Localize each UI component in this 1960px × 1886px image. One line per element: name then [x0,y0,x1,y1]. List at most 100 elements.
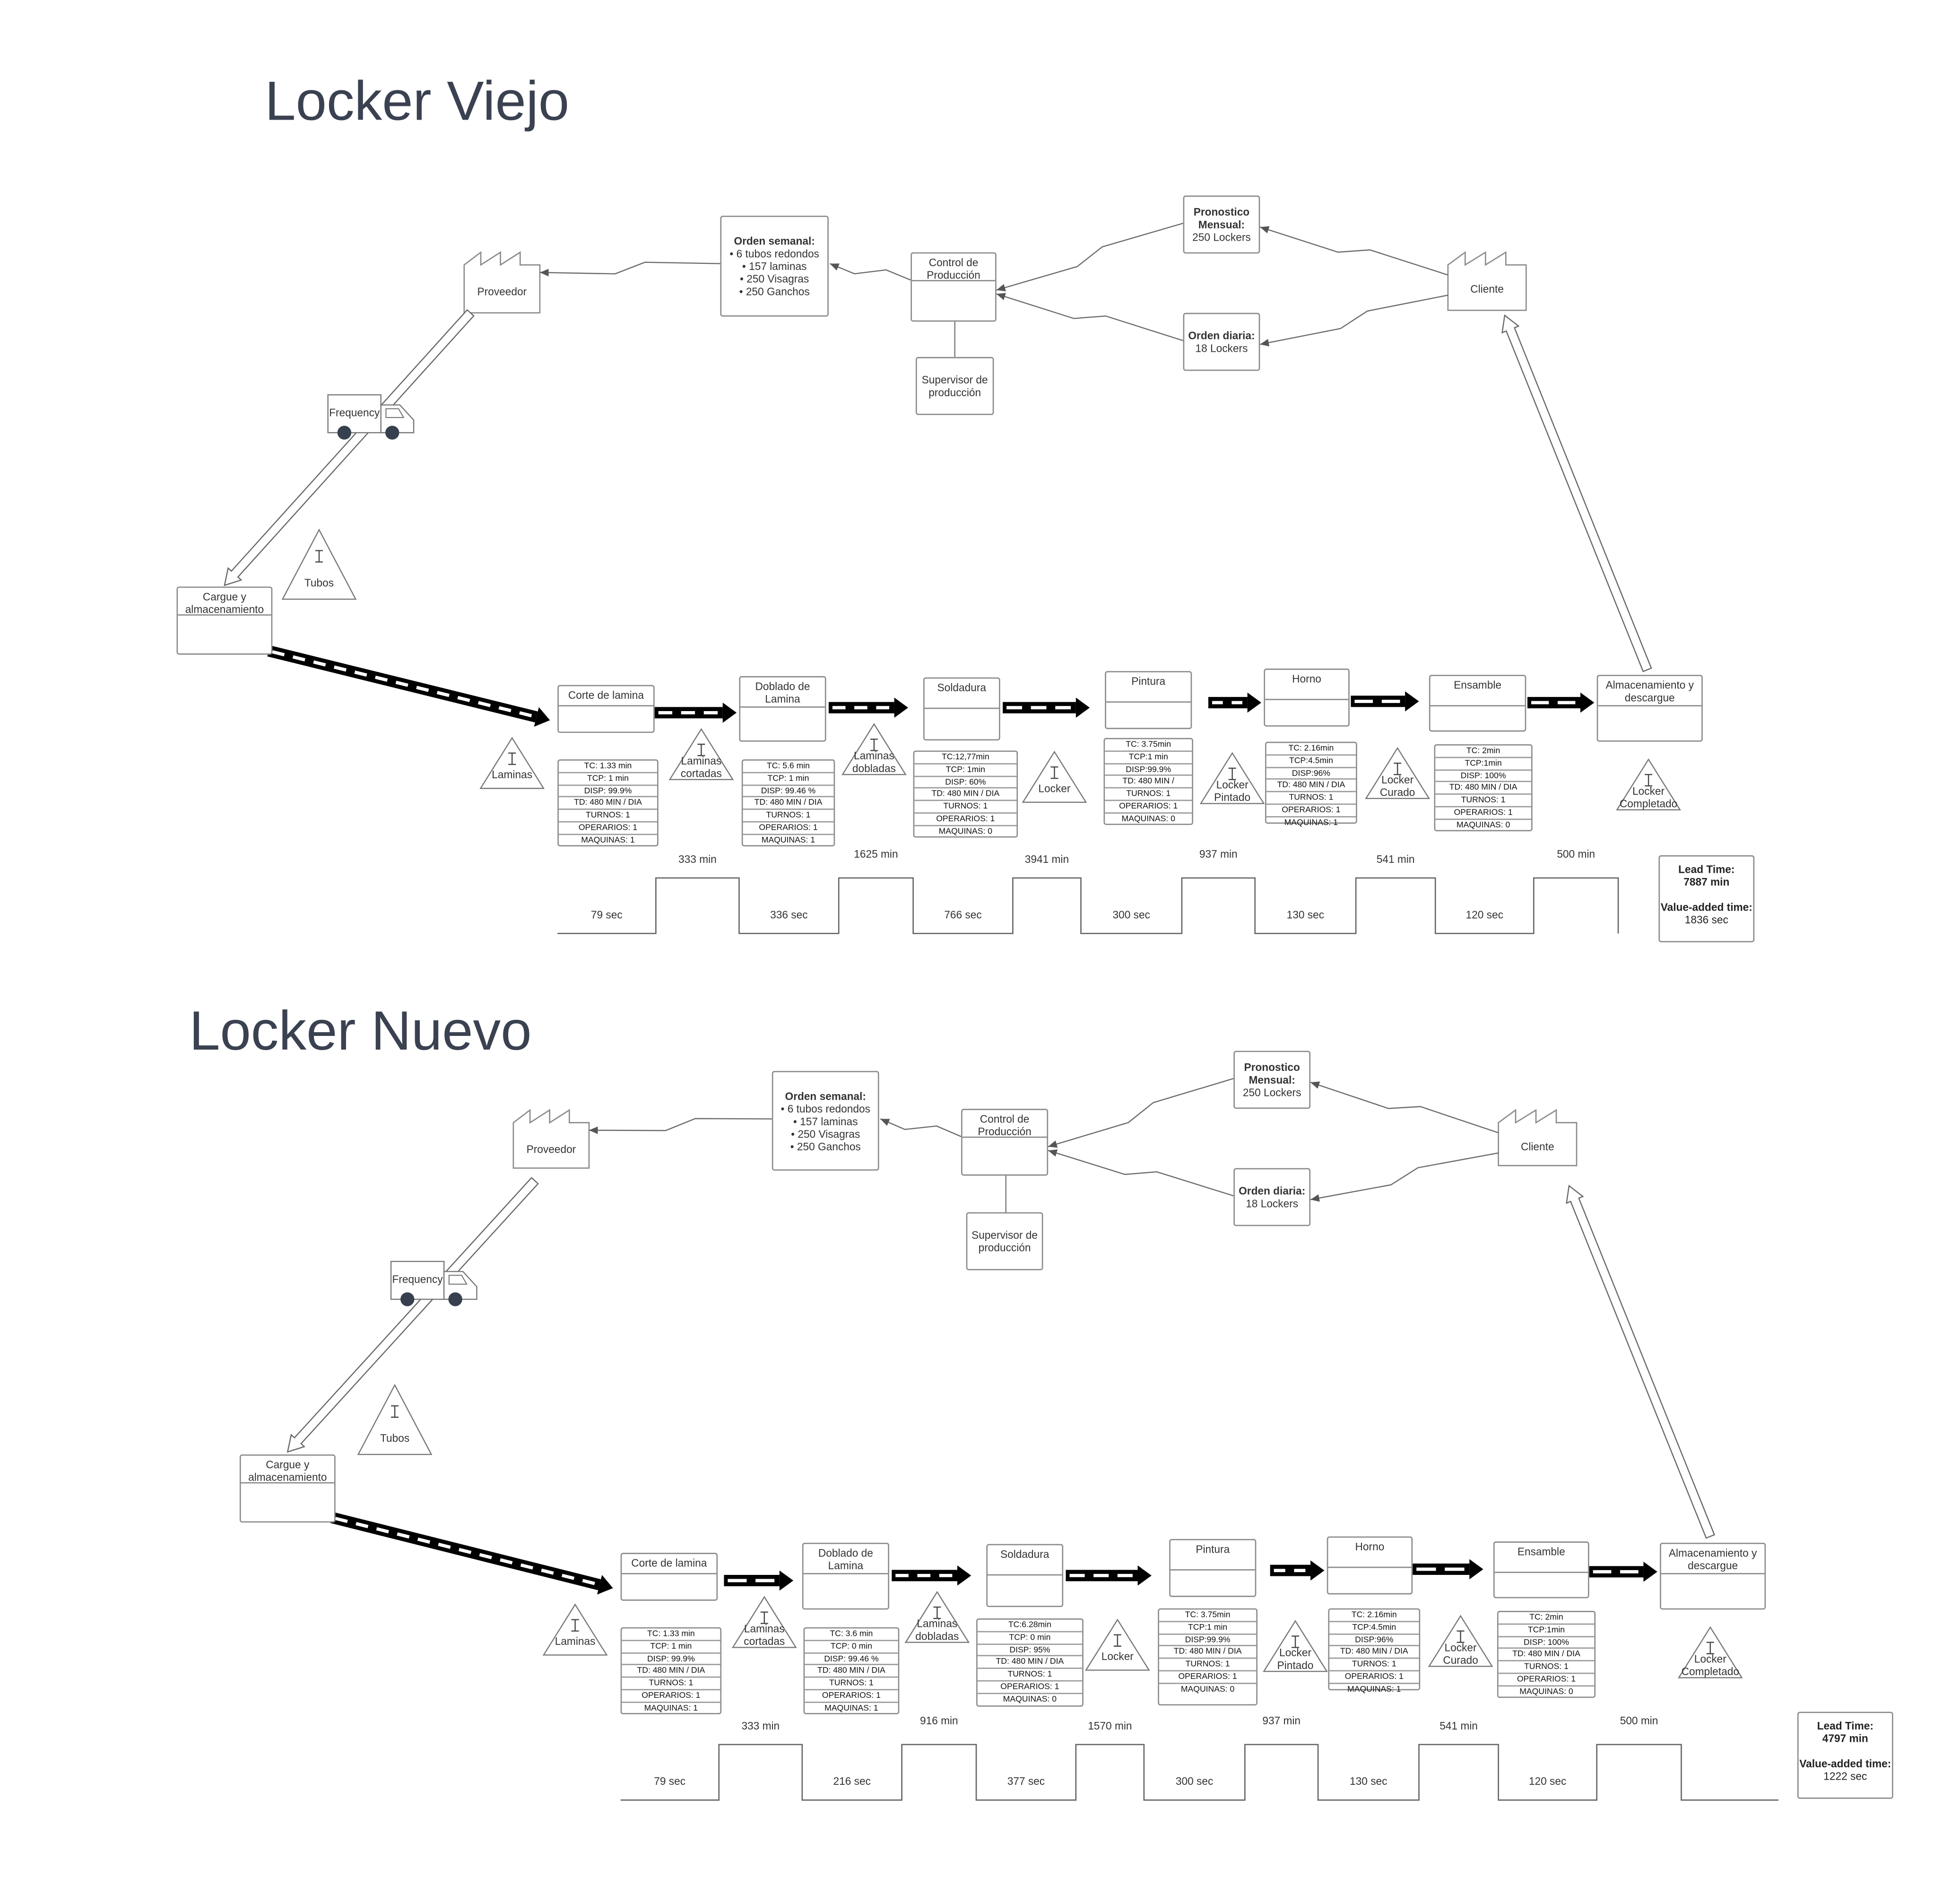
supplier-factory-icon [463,251,541,313]
process-label: Soldadura [924,678,999,709]
push-arrow [1066,1565,1152,1586]
inventory-i-icon [870,739,878,751]
process-data-row: TCP:1 min [1105,752,1192,764]
process-box: Corte de lamina [620,1553,718,1601]
customer-label: Cliente [1470,282,1504,296]
process-label: Corte de lamina [622,1554,717,1574]
process-data-row: DISP:99.9% [1105,764,1192,776]
storage-box: Cargue y almacenamiento [239,1454,336,1523]
truck-frequency-label: Frequency [329,406,380,419]
push-arrow [654,703,737,723]
process-data-row: MAQUINAS: 1 [581,836,635,845]
supervisor-box: Supervisor de producción [966,1212,1043,1270]
forecast-note-title: Pronostico Mensual: [1244,1060,1300,1086]
process-data-row: TD: 480 MIN / DIA [1435,782,1531,795]
inventory-i-icon [1050,766,1058,779]
map-title: Locker Nuevo [189,1000,532,1062]
weekly-order-item: • 6 tubos redondos [729,247,819,260]
weekly-to-supplier-arrow [539,261,720,277]
process-label: Horno [1328,1538,1412,1568]
process-data-row: TD: 480 MIN / DIA [1329,1647,1419,1659]
storage-label: Cargue y almacenamiento [178,588,271,616]
process-data-row: MAQUINAS: 0 [1456,821,1510,830]
process-box: Almacenamiento y descargue [1596,675,1703,742]
shipment-arrow-customer [1501,314,1652,672]
process-data-row: MAQUINAS: 1 [761,836,815,845]
supplier-label: Proveedor [526,1143,576,1156]
process-data-row: DISP: 99.9% [558,785,658,798]
process-label: Soldadura [988,1545,1062,1576]
process-data-row: TC: 2.16min [1266,743,1356,756]
inventory-i-icon [1645,774,1653,787]
value-added-label: Value-added time: [1660,900,1752,913]
process-data-row: DISP:96% [1329,1634,1419,1647]
value-added-label: Value-added time: [1799,1757,1891,1770]
process-box: Soldadura [923,677,1000,741]
lead-time-spacer [1660,888,1753,901]
inventory-label: Laminas cortadas [680,754,722,780]
tubes-inventory-label: Tubos [304,576,334,589]
process-data-row: MAQUINAS: 1 [1347,1685,1401,1694]
inventory-i-icon [1706,1642,1714,1654]
inventory-label: Locker Completado [1681,1652,1739,1678]
process-data-row: TURNOS: 1 [914,801,1017,814]
weekly-order-note: Orden semanal:• 6 tubos redondos• 157 la… [720,216,829,317]
process-box: Horno [1327,1536,1413,1595]
process-data-row: OPERARIOS: 1 [1266,805,1356,817]
shipment-arrow-supplier [224,309,475,586]
process-data-row: TC: 3.6 min [805,1628,898,1641]
process-data-row: TURNOS: 1 [1159,1659,1257,1672]
process-data-row: MAQUINAS: 0 [1121,814,1175,824]
daily-order-note-title: Orden diaria: [1239,1184,1306,1197]
weekly-order-item: • 6 tubos redondos [781,1102,870,1115]
weekly-to-supplier-arrow [589,1118,772,1134]
inventory-label: Locker [1038,782,1071,795]
inventory-i-icon [1394,762,1402,775]
tubes-inventory-label: Tubos [380,1432,410,1444]
process-label: Ensamble [1494,1543,1588,1573]
process-data-row: TCP:1min [1435,758,1531,771]
process-data-row: DISP: 99.46 % [805,1653,898,1666]
inventory-i-icon [760,1611,768,1624]
daily-order-note-value: 18 Lockers [1246,1197,1299,1210]
timeline-wait-label: 937 min [1262,1714,1301,1727]
inventory-i-icon [697,743,705,756]
inventory-i-icon [391,1405,399,1418]
map-1-shapes [286,1078,1778,1801]
timeline-process-label: 336 sec [770,908,808,921]
value-added-value: 1836 sec [1684,913,1728,926]
timeline-wait-label: 333 min [678,852,717,866]
truck-icon [390,1260,477,1306]
push-arrow [1003,697,1090,718]
timeline-wait-label: 3941 min [1024,852,1069,866]
process-data-row: DISP: 60% [914,776,1017,789]
inventory-label: Locker Pintado [1214,778,1251,804]
weekly-order-title: Orden semanal: [785,1089,866,1102]
process-data-row: TURNOS: 1 [622,1678,720,1691]
inventory-i-icon [1457,1630,1465,1643]
process-data-row: TC: 5.6 min [743,761,834,773]
process-label: Pintura [1170,1540,1255,1571]
timeline-wait-label: 500 min [1620,1714,1658,1727]
timeline-ladder [620,1744,1778,1801]
timeline-process-label: 216 sec [833,1774,871,1788]
process-data-row: MAQUINAS: 0 [1519,1687,1573,1696]
supplier-label: Proveedor [477,285,527,298]
process-data-row: OPERARIOS: 1 [805,1690,898,1703]
process-data-row: DISP: 100% [1435,770,1531,783]
process-data-row: MAQUINAS: 1 [1284,818,1338,827]
process-data-row: TCP: 0 min [805,1641,898,1653]
daily-order-note: Orden diaria:18 Lockers [1233,1168,1311,1226]
process-data-row: MAQUINAS: 1 [644,1703,698,1713]
process-box: Doblado de Lamina [802,1542,889,1610]
production-control-label: Control de Producción [911,253,996,281]
process-label: Horno [1265,670,1349,700]
lead-time-value: 7887 min [1683,875,1730,888]
supervisor-label: Supervisor de producción [971,1228,1038,1254]
process-label: Pintura [1106,672,1191,703]
